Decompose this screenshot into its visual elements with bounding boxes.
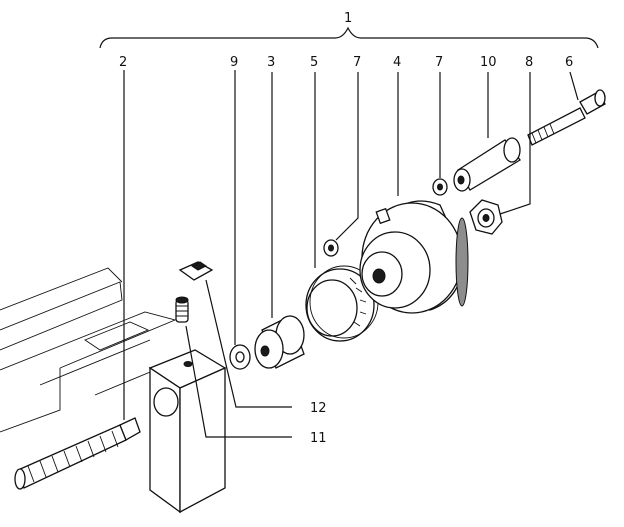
- callout-12: 12: [310, 401, 327, 416]
- part-dial-ring: [305, 265, 379, 342]
- part-washer: [229, 344, 251, 370]
- bore-hole: [153, 387, 179, 417]
- callout-3: 3: [267, 55, 275, 70]
- callout-4: 4: [393, 55, 401, 70]
- part-leadscrew: [14, 417, 141, 490]
- leader-lines: [123, 70, 579, 438]
- part-setscrew: [175, 296, 189, 323]
- part-hex-nut: [469, 199, 503, 235]
- callout-9: 9: [230, 55, 238, 70]
- setscrew-hole: [183, 361, 193, 367]
- callout-labels: 2 9 3 5 7 4 7 10 8 6 12 11: [119, 55, 573, 446]
- assembly-bracket: 1: [99, 11, 599, 49]
- callout-1: 1: [344, 11, 352, 26]
- part-nut-left: [323, 239, 339, 257]
- callout-2: 2: [119, 55, 127, 70]
- callout-8: 8: [525, 55, 533, 70]
- callout-11: 11: [310, 431, 327, 446]
- callout-6: 6: [565, 55, 573, 70]
- callout-5: 5: [310, 55, 318, 70]
- part-handwheel-hub: [359, 200, 469, 314]
- callout-7-left: 7: [353, 55, 361, 70]
- part-nut-right: [432, 178, 448, 196]
- bracket-block: [148, 349, 227, 514]
- machine-bed: [0, 267, 177, 433]
- callout-10: 10: [480, 55, 497, 70]
- part-sleeve: [254, 315, 305, 369]
- callout-7-right: 7: [435, 55, 443, 70]
- part-handle: [453, 137, 521, 192]
- part-key: [178, 261, 214, 281]
- part-shoulder-bolt: [527, 89, 606, 146]
